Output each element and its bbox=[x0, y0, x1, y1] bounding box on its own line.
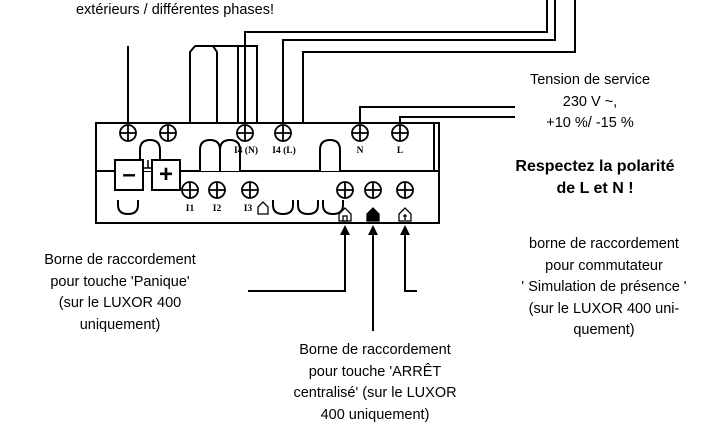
terminal-label-i3: I3 bbox=[243, 204, 253, 214]
panic-line3: (sur le LUXOR 400 bbox=[58, 295, 182, 311]
plus-sign: + bbox=[158, 161, 173, 188]
leader-panic bbox=[248, 233, 346, 292]
central-off-line4: 400 uniquement) bbox=[320, 406, 430, 423]
screw-lower-i1 bbox=[181, 181, 199, 199]
central-off-terminal-label: Borne de raccordement pour touche 'ARRÊT… bbox=[250, 340, 500, 426]
polarity-warning: Respectez la polarité de L et N ! bbox=[485, 156, 705, 200]
polarity-warning-line2: de L et N ! bbox=[556, 180, 634, 197]
panic-line4: uniquement) bbox=[79, 316, 161, 333]
screw-upper-n bbox=[351, 124, 369, 142]
terminal-label-i4n: I4 (N) bbox=[233, 146, 258, 156]
terminal-label-i1: I1 bbox=[185, 204, 195, 214]
service-voltage-line1: Tension de service bbox=[529, 72, 651, 88]
presence-line1: borne de raccordement bbox=[529, 236, 679, 252]
screw-lower-i2 bbox=[208, 181, 226, 199]
panic-line2: pour touche 'Panique' bbox=[50, 273, 190, 290]
screw-lower-i3 bbox=[241, 181, 259, 199]
screw-lower-presence bbox=[396, 181, 414, 199]
service-voltage-line3: +10 %/ -15 % bbox=[546, 115, 634, 131]
phase-warning-text: extérieurs / différentes phases! bbox=[75, 2, 274, 18]
cable-top bbox=[282, 0, 556, 123]
screw-lower-panic bbox=[336, 181, 354, 199]
wire-l bbox=[399, 116, 515, 123]
presence-terminal-label: borne de raccordement pour commutateur '… bbox=[490, 234, 718, 342]
terminal-label-n: N bbox=[356, 146, 364, 156]
house-dollar-icon bbox=[398, 207, 412, 222]
central-off-line2: pour touche 'ARRÊT bbox=[308, 363, 442, 380]
screw-lower-central bbox=[364, 181, 382, 199]
minus-sign: – bbox=[122, 161, 136, 188]
house-filled-icon bbox=[366, 207, 380, 222]
service-voltage-line2: 230 V ~, bbox=[562, 93, 618, 110]
central-off-line3: centralisé' (sur le LUXOR bbox=[293, 385, 457, 401]
cable-top-inner bbox=[244, 0, 548, 123]
screw-upper-2 bbox=[159, 124, 177, 142]
screw-upper-i4n bbox=[236, 124, 254, 142]
plus-box bbox=[151, 159, 181, 191]
leader-presence bbox=[404, 233, 417, 292]
screw-upper-1 bbox=[119, 124, 137, 142]
service-voltage-label: Tension de service 230 V ~, +10 %/ -15 % bbox=[505, 70, 675, 135]
cable-right bbox=[302, 0, 576, 123]
minus-box bbox=[114, 159, 144, 191]
polarity-warning-line1: Respectez la polarité bbox=[515, 158, 675, 175]
terminal-label-i2: I2 bbox=[212, 204, 222, 214]
presence-line5: quement) bbox=[573, 322, 635, 338]
presence-line2: pour commutateur bbox=[545, 257, 663, 274]
panic-terminal-label: Borne de raccordement pour touche 'Paniq… bbox=[0, 250, 240, 336]
terminal-label-l: L bbox=[396, 146, 404, 156]
i3-house-icon bbox=[257, 201, 269, 215]
wire-n bbox=[359, 106, 515, 123]
central-off-line1: Borne de raccordement bbox=[299, 342, 451, 358]
panic-line1: Borne de raccordement bbox=[44, 252, 196, 268]
presence-line3: ' Simulation de présence ' bbox=[521, 279, 687, 295]
presence-line4: (sur le LUXOR 400 uni- bbox=[528, 300, 680, 317]
terminal-block bbox=[95, 122, 440, 224]
screw-upper-l bbox=[391, 124, 409, 142]
terminal-label-i4l: I4 (L) bbox=[272, 146, 296, 156]
house-outline-icon bbox=[338, 207, 352, 222]
screw-upper-i4l bbox=[274, 124, 292, 142]
